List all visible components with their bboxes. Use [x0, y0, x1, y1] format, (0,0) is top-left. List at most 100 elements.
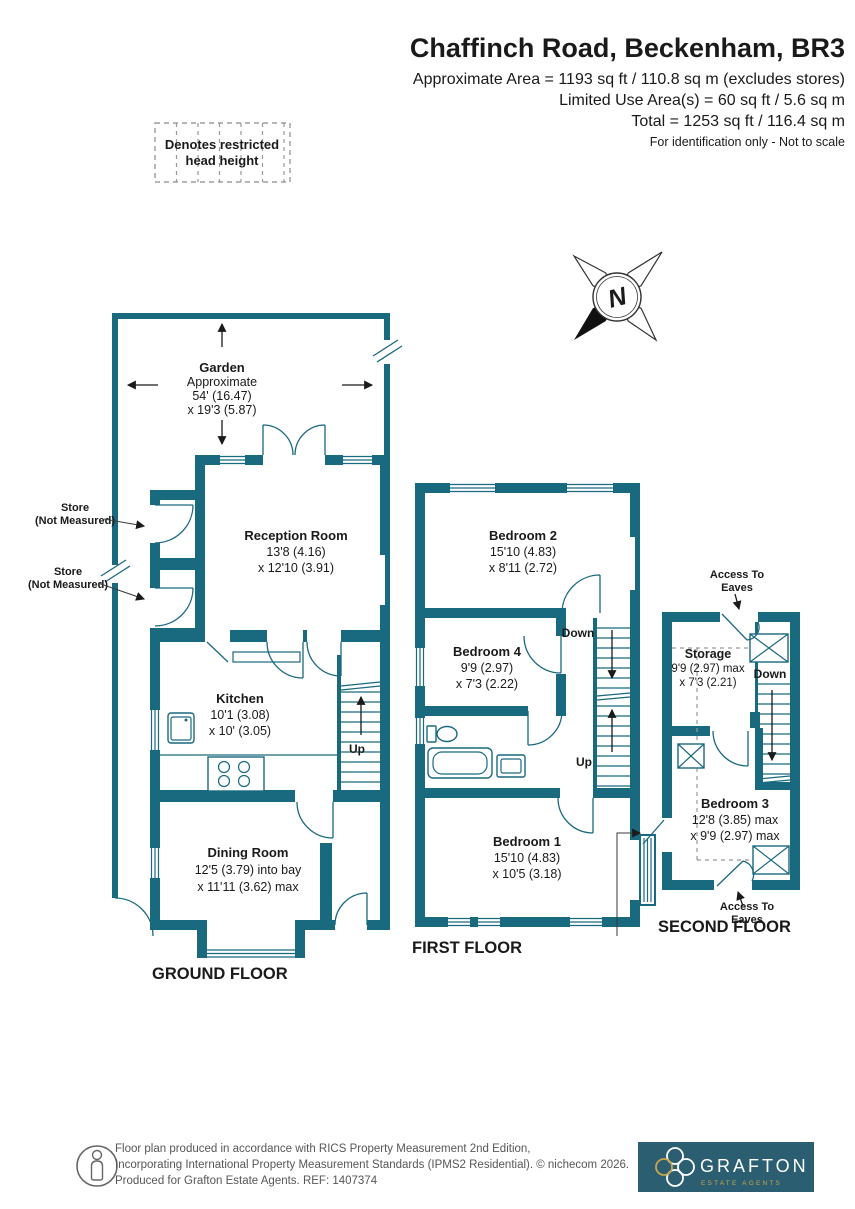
svg-text:Eaves: Eaves — [721, 582, 753, 594]
velux-window-icon — [749, 633, 789, 663]
svg-text:Bedroom 1: Bedroom 1 — [493, 834, 561, 849]
garden-dimension-arrows — [126, 322, 374, 446]
header: Chaffinch Road, Beckenham, BR3 Approxima… — [410, 33, 845, 149]
kitchen-label: Kitchen 10'1 (3.08) x 10' (3.05) — [209, 691, 271, 738]
stairs-down-label: Down — [562, 626, 595, 640]
kitchen-counter-icon — [160, 651, 337, 756]
eaves-door-leader-line — [616, 828, 642, 936]
storage-label: Storage 9'9 (2.97) max x 7'3 (2.21) — [671, 647, 744, 689]
reception-room-label: Reception Room 13'8 (4.16) x 12'10 (3.91… — [244, 528, 347, 575]
bedroom1-label: Bedroom 1 15'10 (4.83) x 10'5 (3.18) — [492, 834, 561, 881]
grafton-logo: GRAFTON ESTATE AGENTS — [638, 1142, 814, 1192]
footer-line1: Floor plan produced in accordance with R… — [115, 1143, 531, 1155]
garden-label: Garden Approximate 54' (16.47) x 19'3 (5… — [187, 360, 257, 417]
legend-line2: head height — [186, 153, 260, 168]
svg-text:10'1 (3.08): 10'1 (3.08) — [210, 708, 269, 722]
window-icon — [150, 455, 372, 958]
stairs-up-label: Up — [576, 755, 592, 769]
svg-text:15'10 (4.83): 15'10 (4.83) — [490, 545, 556, 559]
ground-floor-plan: Garden Approximate 54' (16.47) x 19'3 (5… — [28, 313, 403, 983]
svg-text:15'10 (4.83): 15'10 (4.83) — [494, 851, 560, 865]
store1-label: Store (Not Measured) — [35, 502, 146, 530]
side-bay-window-icon — [639, 834, 656, 906]
svg-text:13'8 (4.16): 13'8 (4.16) — [266, 545, 325, 559]
dining-room-label: Dining Room 12'5 (3.79) into bay x 11'11… — [195, 845, 302, 894]
svg-text:12'5 (3.79) into bay: 12'5 (3.79) into bay — [195, 863, 302, 877]
svg-text:Bedroom 3: Bedroom 3 — [701, 796, 769, 811]
garden-name: Garden — [199, 360, 245, 375]
garden-dim1: Approximate — [187, 375, 257, 389]
door-arcs — [523, 574, 601, 834]
ground-stairs: Up — [337, 655, 381, 790]
garden-dim3: x 19'3 (5.87) — [187, 403, 256, 417]
garden-dim2: 54' (16.47) — [192, 389, 251, 403]
velux-window-icon — [752, 845, 790, 875]
svg-text:x 11'11 (3.62) max: x 11'11 (3.62) max — [197, 880, 299, 894]
svg-text:x 7'3 (2.21): x 7'3 (2.21) — [679, 677, 736, 689]
footer-line2: Incorporating International Property Mea… — [115, 1159, 629, 1171]
svg-text:(Not Measured): (Not Measured) — [28, 579, 108, 591]
limited-use-area: Limited Use Area(s) = 60 sq ft / 5.6 sq … — [559, 92, 845, 109]
footer-line3: Produced for Grafton Estate Agents. REF:… — [115, 1175, 378, 1187]
access-to-eaves-top-label: Access To Eaves — [710, 569, 764, 611]
svg-text:Kitchen: Kitchen — [216, 691, 264, 706]
bedroom3-label: Bedroom 3 12'8 (3.85) max x 9'9 (2.97) m… — [690, 796, 780, 843]
svg-text:x 8'11 (2.72): x 8'11 (2.72) — [489, 561, 557, 575]
second-floor-title: SECOND FLOOR — [658, 918, 791, 936]
disclaimer: For identification only - Not to scale — [650, 135, 845, 149]
svg-text:x 12'10 (3.91): x 12'10 (3.91) — [258, 561, 334, 575]
footer: Floor plan produced in accordance with R… — [76, 1142, 814, 1192]
bedroom4-label: Bedroom 4 9'9 (2.97) x 7'3 (2.22) — [453, 644, 522, 691]
legend-line1: Denotes restricted — [165, 137, 279, 152]
second-floor-stairs — [757, 683, 791, 784]
restricted-height-legend: Denotes restricted head height — [154, 122, 291, 183]
svg-text:Store: Store — [54, 566, 82, 578]
first-floor-plan: Down Up Bedroom 2 15'10 (4.83) x 8'11 (2… — [412, 483, 656, 957]
svg-text:(Not Measured): (Not Measured) — [35, 515, 115, 527]
svg-text:x 7'3 (2.22): x 7'3 (2.22) — [456, 677, 518, 691]
logo-tagline: ESTATE AGENTS — [701, 1180, 782, 1187]
total-area: Total = 1253 sq ft / 116.4 sq m — [631, 113, 845, 130]
bedroom2-label: Bedroom 2 15'10 (4.83) x 8'11 (2.72) — [489, 528, 557, 575]
svg-text:Bedroom 2: Bedroom 2 — [489, 528, 557, 543]
svg-text:Store: Store — [61, 502, 89, 514]
window-icon — [415, 483, 613, 927]
svg-text:Dining Room: Dining Room — [208, 845, 289, 860]
person-icon — [76, 1145, 118, 1187]
first-floor-stairs — [593, 618, 631, 790]
second-floor-plan: Down Access To Eaves Access To Eaves Sto… — [616, 569, 800, 936]
svg-text:Eaves: Eaves — [731, 914, 763, 926]
svg-text:x 10' (3.05): x 10' (3.05) — [209, 724, 271, 738]
page-title: Chaffinch Road, Beckenham, BR3 — [410, 33, 845, 63]
svg-text:Access To: Access To — [710, 569, 764, 581]
svg-text:x 9'9 (2.97) max: x 9'9 (2.97) max — [690, 829, 780, 843]
velux-window-icon — [677, 743, 705, 769]
hob-icon — [207, 756, 265, 792]
compass-icon: N — [572, 251, 663, 342]
bath-icon — [427, 747, 493, 779]
door-arcs — [642, 613, 760, 887]
ground-floor-title: GROUND FLOOR — [152, 965, 288, 983]
access-to-eaves-bottom-label: Access To Eaves — [720, 890, 774, 926]
approximate-area: Approximate Area = 1193 sq ft / 110.8 sq… — [413, 71, 845, 88]
sink-icon — [167, 712, 195, 744]
svg-text:9'9 (2.97): 9'9 (2.97) — [461, 661, 513, 675]
stairs-down-label: Down — [754, 667, 787, 681]
svg-text:x 10'5 (3.18): x 10'5 (3.18) — [492, 867, 561, 881]
svg-text:Bedroom 4: Bedroom 4 — [453, 644, 522, 659]
wall-break-icon — [100, 559, 131, 583]
grafton-logo-mark-icon — [655, 1147, 695, 1187]
toilet-icon — [426, 725, 458, 743]
svg-text:12'8 (3.85) max: 12'8 (3.85) max — [692, 813, 779, 827]
wall-break-icon — [372, 339, 403, 364]
svg-text:9'9 (2.97) max: 9'9 (2.97) max — [671, 663, 744, 675]
stairs-up-label: Up — [349, 742, 365, 756]
svg-text:Access To: Access To — [720, 901, 774, 913]
basin-icon — [496, 754, 526, 778]
svg-text:Reception Room: Reception Room — [244, 528, 347, 543]
first-floor-title: FIRST FLOOR — [412, 939, 522, 957]
logo-name: GRAFTON — [700, 1156, 809, 1176]
store2-label: Store (Not Measured) — [28, 566, 146, 601]
